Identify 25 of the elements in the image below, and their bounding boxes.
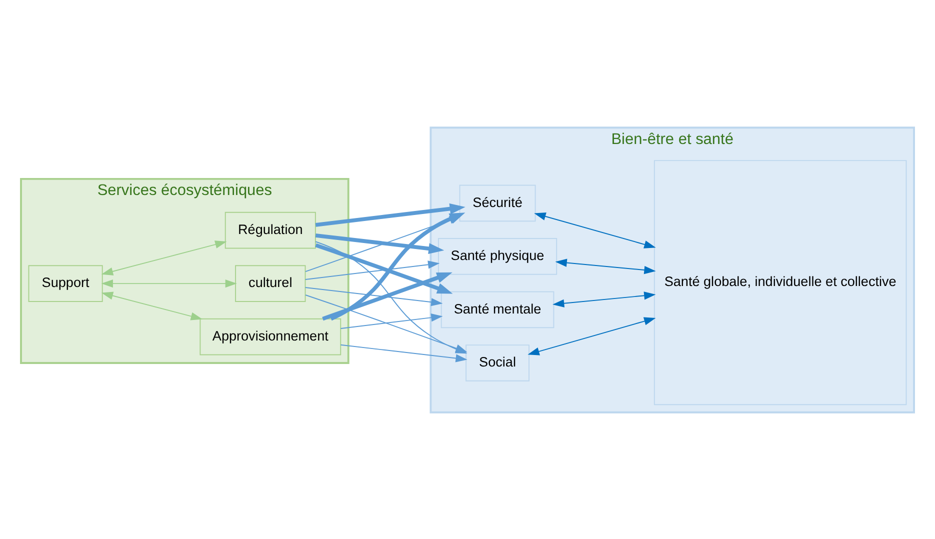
node-box: culturel (235, 264, 306, 302)
arrow (304, 286, 443, 306)
arrow (315, 242, 453, 294)
arrow (528, 316, 656, 355)
node-box: Approvisionnement (200, 318, 342, 355)
arrow (330, 212, 466, 320)
arrow (305, 294, 468, 352)
arrow (304, 260, 440, 280)
arrow (534, 212, 656, 248)
arrow (101, 291, 202, 320)
arrow (322, 272, 452, 320)
arrow (340, 313, 443, 328)
node-box: Support (28, 264, 103, 302)
arrow (101, 278, 237, 288)
arrow (552, 291, 656, 307)
node-box: Santé physique (438, 238, 558, 274)
node-box: Santé mentale (440, 290, 554, 328)
node-box: Sécurité (459, 184, 536, 222)
arrow (315, 202, 466, 226)
node-box: Santé globale, individuelle et collective (654, 160, 907, 405)
arrow (315, 233, 444, 254)
arrow (101, 240, 227, 275)
node-box: Social (466, 344, 530, 381)
node-box: Régulation (224, 211, 316, 248)
arrow (555, 258, 656, 274)
